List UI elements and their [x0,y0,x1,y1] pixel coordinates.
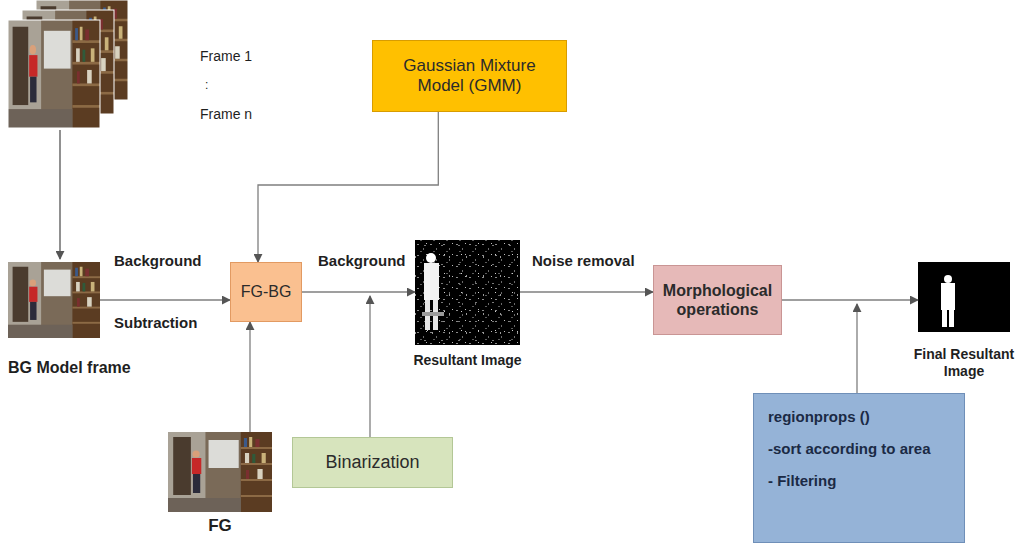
final-image: Final Resultant Image [918,262,1010,332]
frame-stack [8,0,128,128]
box-text: FG-BG [241,282,292,301]
flow-arrow [258,112,438,262]
morphology-box: Morphological operations [653,265,782,335]
frame-label: Frame n [200,106,252,122]
gmm-box: Gaussian Mixture Model (GMM) [372,40,567,112]
flow-arrow [100,299,230,300]
binarization-box: Binarization [292,437,453,488]
stack-arrow [59,130,60,259]
fg-picture [168,432,272,512]
regionprops-box: regionprops () -sort according to area - F… [753,393,965,543]
bg-model-picture [8,262,100,338]
image-caption: FG [198,516,242,536]
flow-arrow [520,291,653,292]
binarization-feed [369,296,370,437]
bg-model-frame: BG Model frame [8,262,100,338]
box-text: Binarization [325,452,419,474]
box-text: Morphological operations [662,281,773,319]
resultant-picture [415,240,520,345]
edge-note: Noise removal [532,252,635,269]
box-text: Gaussian Mixture Model (GMM) [381,56,558,97]
flow-arrow [249,322,250,432]
box-text: regionprops () [768,408,870,426]
flow-arrow [302,291,415,292]
edge-note: Background [318,252,406,269]
image-caption: Final Resultant Image [902,346,1026,380]
edge-note: Subtraction [114,314,197,331]
image-caption: Resultant Image [395,352,540,369]
edge-note: Background [114,252,202,269]
frame-label: Frame 1 [200,48,252,64]
regionprops-feed [856,304,857,393]
box-text: -sort according to area [768,440,931,458]
ellipsis-mark: : [205,78,208,92]
box-text: - Filtering [768,472,836,490]
image-caption: BG Model frame [8,358,178,377]
fg-image: FG [168,432,272,512]
final-picture [918,262,1010,332]
flow-arrow [782,299,918,300]
fg-bg-box: FG-BG [230,262,302,322]
resultant-image: Resultant Image [415,240,520,345]
